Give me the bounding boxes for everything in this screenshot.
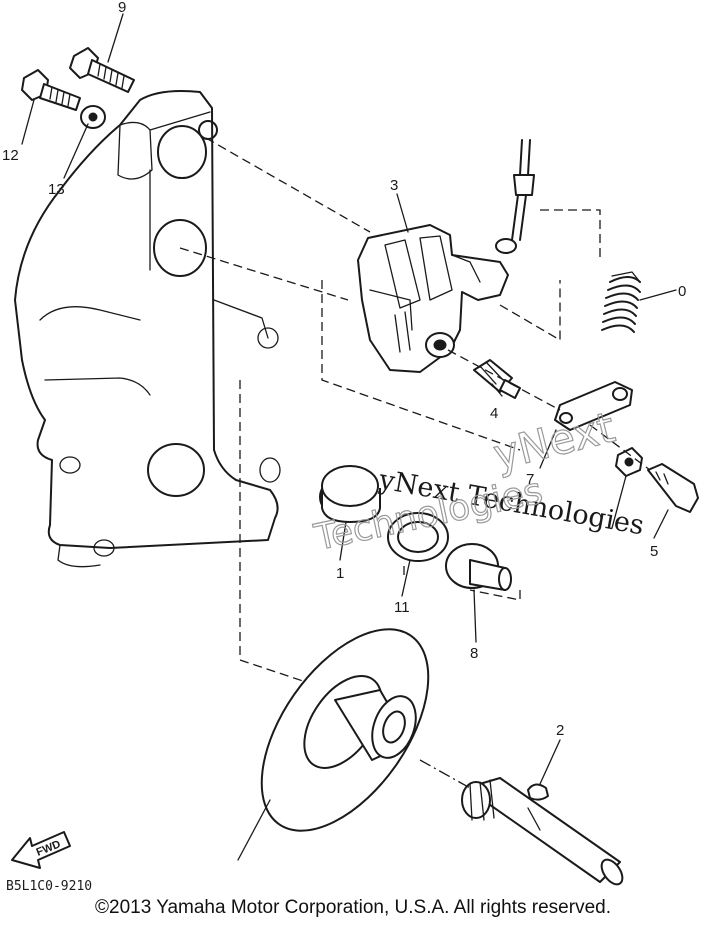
nut-6 bbox=[615, 447, 643, 477]
washer-13 bbox=[80, 105, 106, 129]
shaft bbox=[461, 777, 624, 886]
callout-labels: 9 12 13 3 0 4 7 5 1 11 8 2 bbox=[2, 0, 686, 739]
brake-disc bbox=[260, 628, 430, 832]
callout-13: 13 bbox=[48, 181, 65, 198]
spring-0 bbox=[601, 271, 641, 333]
callout-3: 3 bbox=[390, 177, 398, 194]
copyright-notice: ©2013 Yamaha Motor Corporation, U.S.A. A… bbox=[95, 897, 611, 918]
callout-7: 7 bbox=[526, 471, 534, 488]
lever-7 bbox=[554, 381, 633, 431]
callout-4: 4 bbox=[490, 405, 498, 422]
assembly-lines bbox=[179, 137, 651, 789]
callout-0: 0 bbox=[678, 283, 686, 300]
housing-bracket bbox=[14, 90, 281, 568]
caliper-3 bbox=[357, 224, 509, 373]
watermark-outline-1: yNext bbox=[489, 402, 620, 479]
ring-11 bbox=[387, 512, 449, 562]
bolt-12 bbox=[21, 69, 81, 111]
callout-8: 8 bbox=[470, 645, 478, 662]
key-2 bbox=[527, 783, 549, 801]
callout-12: 12 bbox=[2, 147, 19, 164]
pad-1 bbox=[319, 465, 381, 523]
callout-11: 11 bbox=[394, 599, 410, 616]
callout-9: 9 bbox=[118, 0, 126, 16]
piston-8 bbox=[445, 543, 512, 591]
leader-lines bbox=[21, 13, 677, 861]
bolt-5 bbox=[647, 463, 699, 513]
callout-2: 2 bbox=[556, 722, 564, 739]
cable-rod bbox=[495, 139, 535, 254]
diagram-code: B5L1C0-9210 bbox=[6, 879, 92, 894]
bolt-9 bbox=[69, 47, 135, 93]
fwd-arrow: FWD bbox=[11, 831, 71, 869]
callout-1: 1 bbox=[336, 565, 344, 582]
callout-5: 5 bbox=[650, 543, 658, 560]
adjuster-screw-4 bbox=[473, 359, 521, 399]
